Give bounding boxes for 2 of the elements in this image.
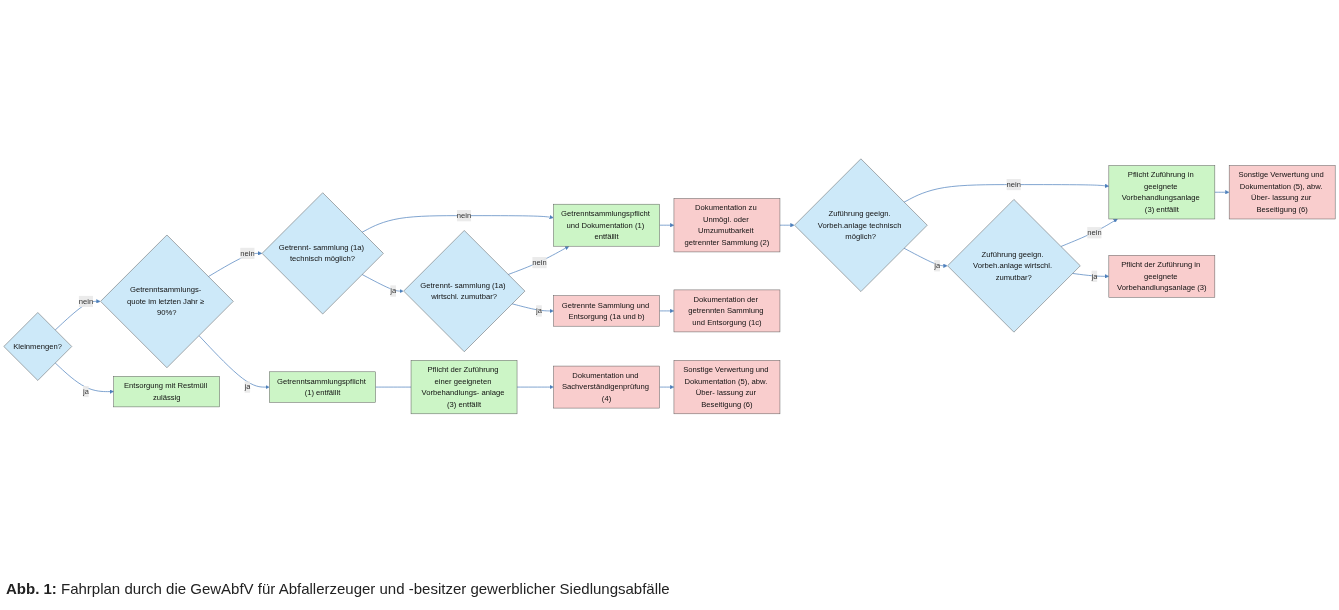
connector: [375, 386, 412, 388]
caption: Abb. 1: Fahrplan durch die GewAbfV für Abfallerzeuger und -besitzer gewerblicher Siedlungsabfälle: [6, 580, 670, 597]
